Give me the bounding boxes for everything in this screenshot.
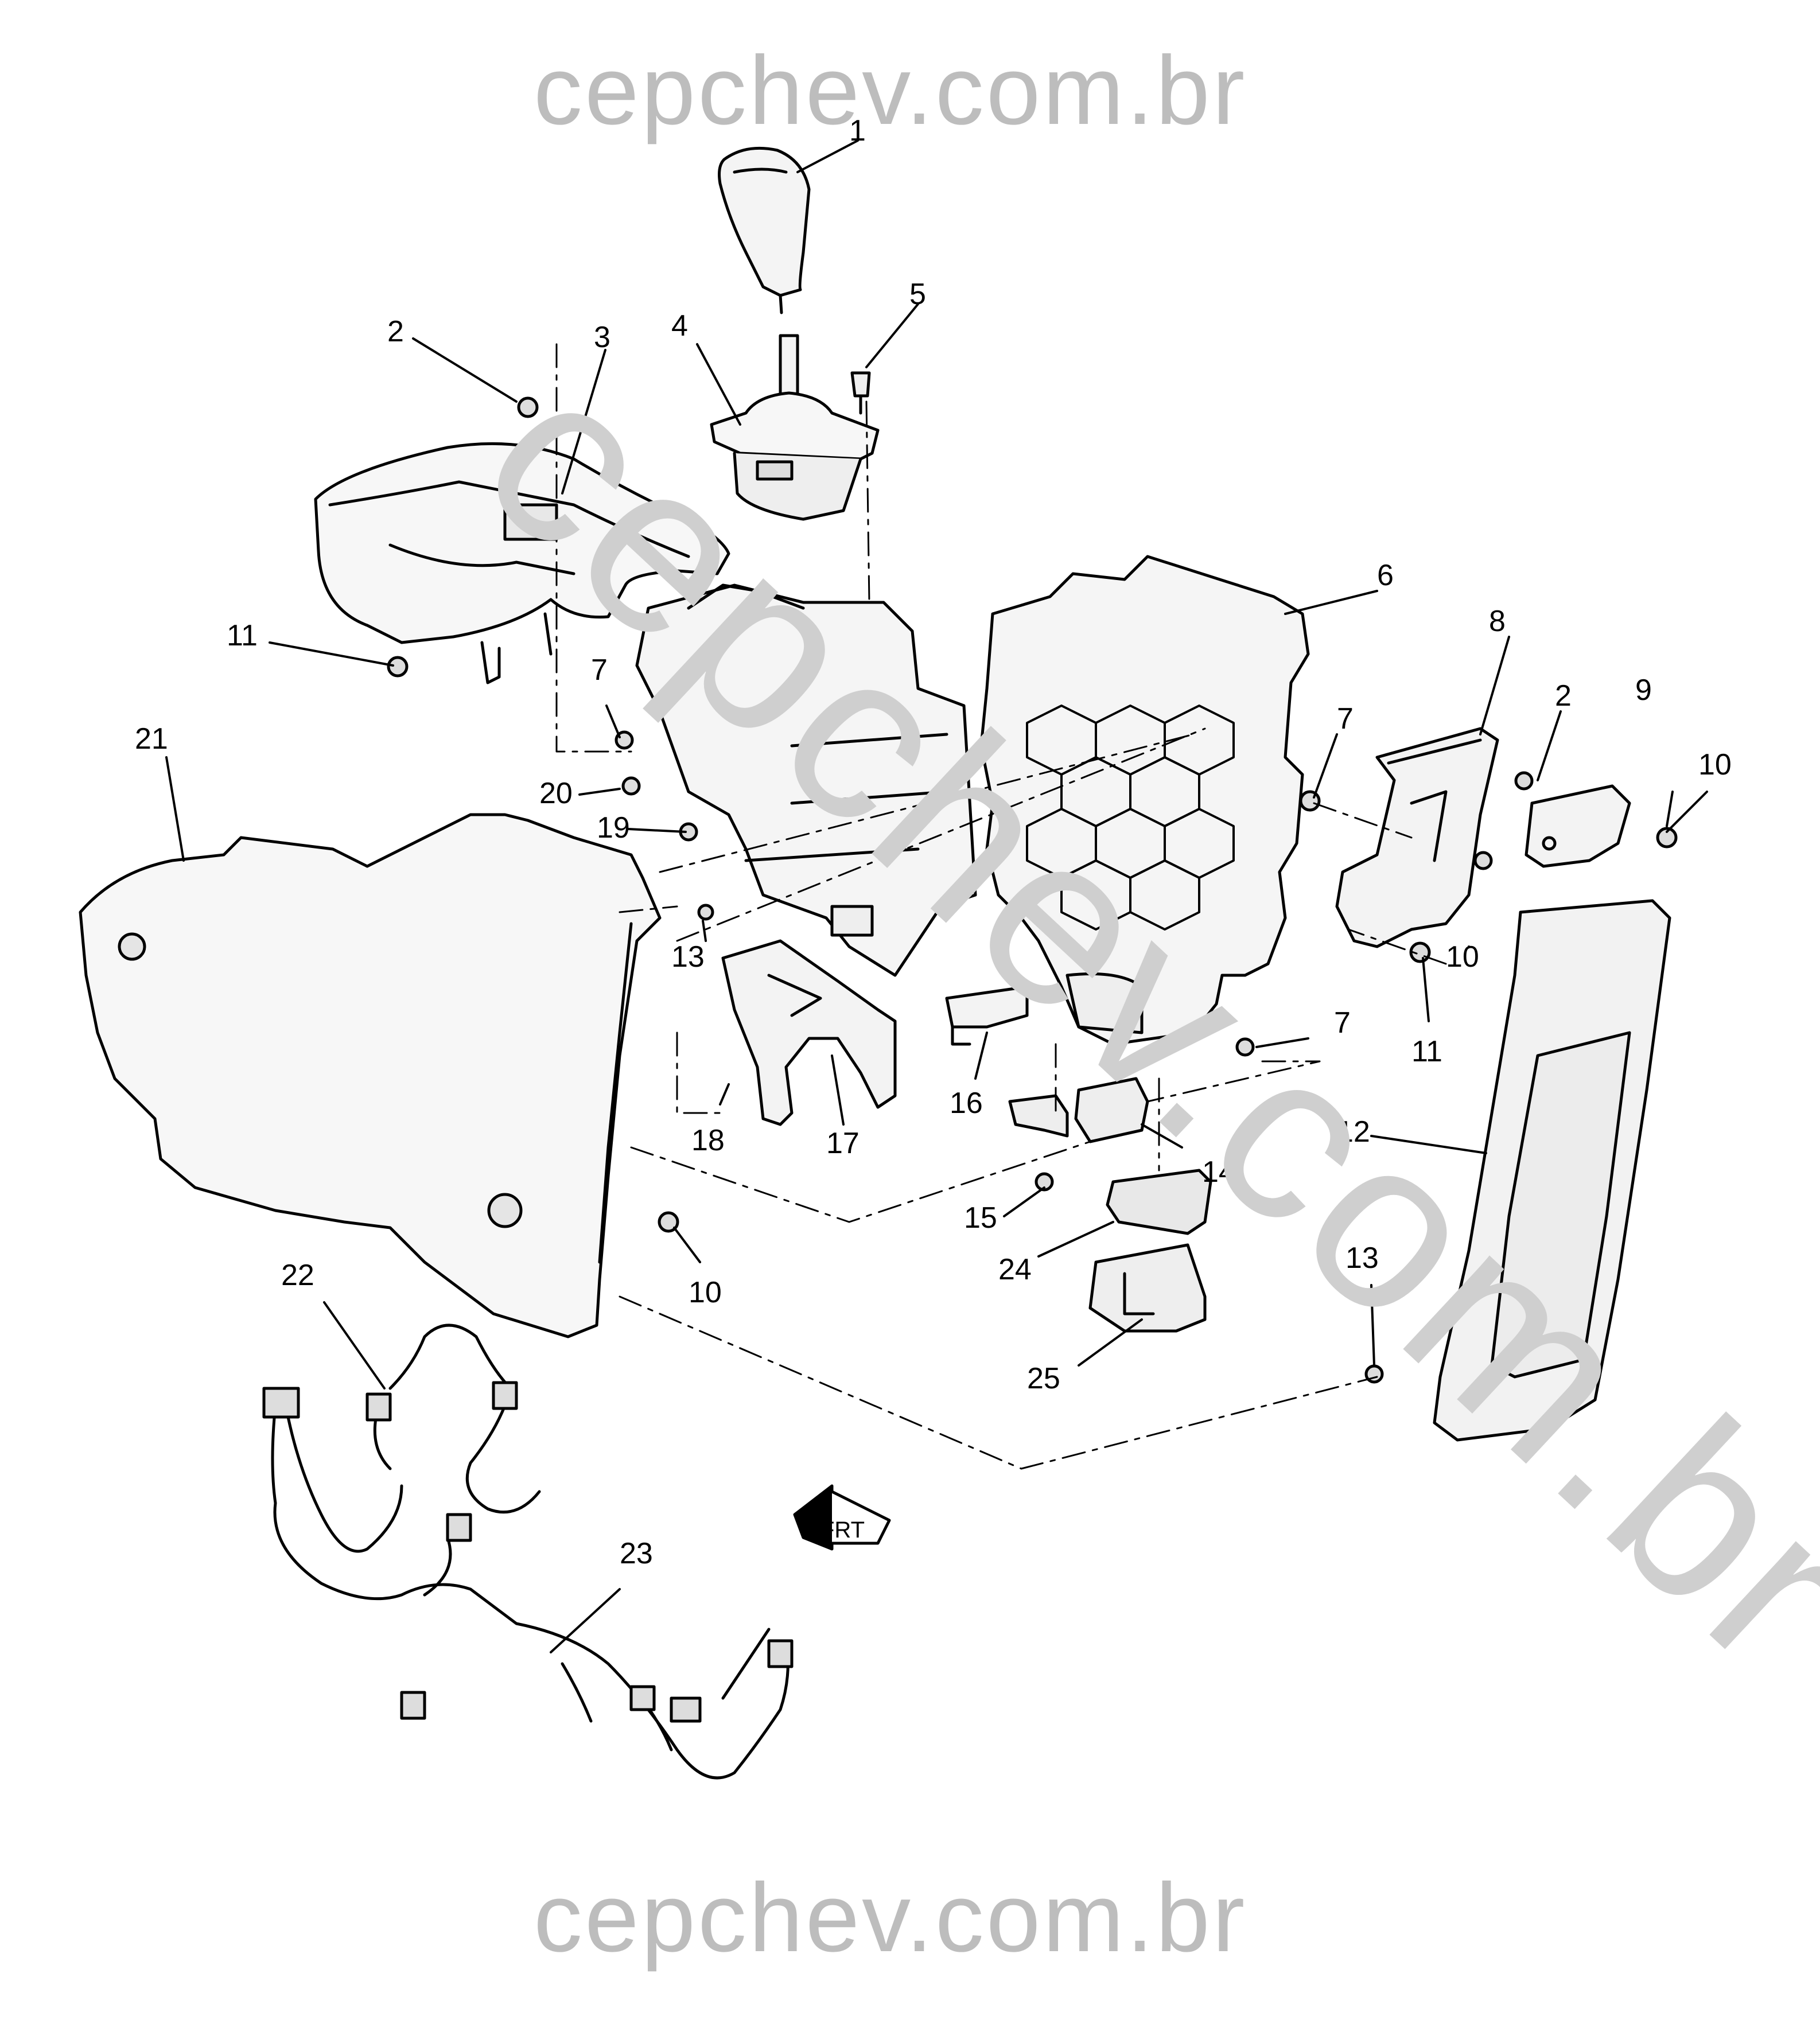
callout-14: 14 [1202, 1155, 1235, 1189]
callout-12: 12 [1337, 1115, 1370, 1149]
callout-5: 5 [909, 278, 926, 311]
callout-11-right: 11 [1411, 1035, 1442, 1068]
callout-10-mid: 10 [1446, 940, 1479, 974]
console-bracket-frame [635, 583, 977, 977]
callout-9: 9 [1635, 674, 1652, 707]
callout-7-right: 7 [1337, 702, 1354, 735]
callout-2-right: 2 [1555, 679, 1572, 713]
callout-16: 16 [950, 1087, 983, 1120]
callout-3: 3 [594, 321, 610, 354]
assembly-guide-lines [555, 343, 1447, 1470]
console-side-panel [79, 813, 662, 1338]
console-bracket-8 [1335, 727, 1499, 948]
front-arrow-label: FRT [820, 1517, 865, 1543]
shifter-assembly [710, 334, 880, 521]
callout-10-right: 10 [1698, 748, 1732, 781]
callout-6: 6 [1377, 559, 1394, 592]
callout-13-right: 13 [1345, 1241, 1379, 1275]
bracket-17 [721, 939, 897, 1126]
callout-7-top: 7 [591, 653, 608, 687]
callout-10-lower: 10 [689, 1276, 722, 1309]
module-14 [1074, 1077, 1149, 1143]
callout-24: 24 [998, 1253, 1032, 1286]
rear-console-trim-panel [1433, 899, 1671, 1442]
watermark-bottom: cepchev.com.br [534, 1863, 1247, 1972]
console-trim-plate [314, 442, 730, 684]
callout-19: 19 [597, 811, 630, 844]
callout-11-top: 11 [227, 619, 258, 652]
wiring-harness [262, 1324, 794, 1780]
callout-20: 20 [539, 777, 573, 810]
callout-25: 25 [1027, 1362, 1060, 1395]
callout-13-left: 13 [671, 940, 705, 974]
bracket-plate-9 [1525, 784, 1631, 868]
callout-7-lower: 7 [1334, 1006, 1351, 1040]
callout-labels: 1 2 3 4 5 6 8 2 9 10 11 7 7 21 20 19 13 … [135, 114, 1732, 1570]
callout-22: 22 [281, 1259, 314, 1292]
bracket-16 [945, 985, 1029, 1046]
callout-2-top: 2 [387, 315, 404, 348]
callout-21: 21 [135, 722, 168, 756]
callout-17: 17 [826, 1127, 860, 1160]
switch-24 [1106, 1169, 1212, 1235]
callout-4: 4 [671, 309, 688, 342]
callout-15: 15 [964, 1201, 997, 1235]
callout-8: 8 [1489, 605, 1506, 638]
callout-18: 18 [691, 1124, 725, 1157]
bolt-5 [850, 371, 871, 415]
callout-23: 23 [620, 1537, 653, 1570]
console-storage-bin [979, 555, 1310, 1046]
front-direction-arrow-icon [793, 1484, 891, 1551]
watermark-top: cepchev.com.br [534, 36, 1247, 145]
leader-lines [165, 139, 1708, 1653]
callout-1: 1 [849, 114, 866, 147]
switch-base-25 [1088, 1243, 1207, 1333]
shift-knob [718, 146, 811, 314]
